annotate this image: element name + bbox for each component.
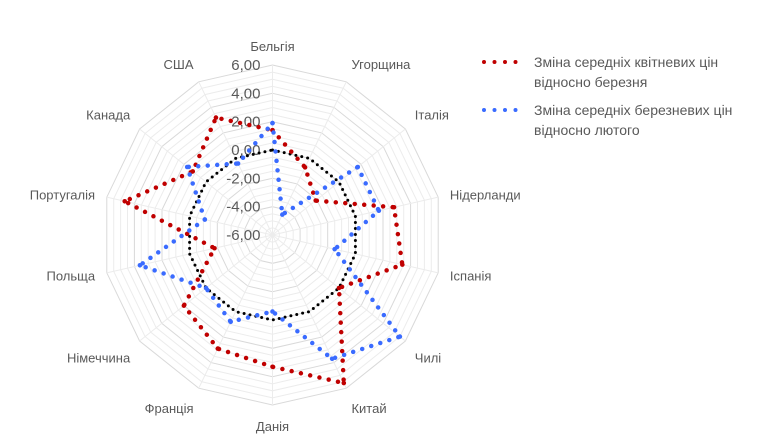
data-point xyxy=(137,262,143,268)
data-point xyxy=(400,262,405,267)
zero-reference-line xyxy=(188,148,357,322)
tick-label: -4,00 xyxy=(226,199,260,216)
data-point xyxy=(213,115,219,120)
data-point xyxy=(280,212,285,217)
data-point xyxy=(336,285,342,291)
legend-marker-blue xyxy=(482,108,528,112)
data-point xyxy=(332,246,337,252)
legend: Зміна середніх квітневих цін відносно бе… xyxy=(480,52,770,148)
data-point xyxy=(391,204,397,210)
grid xyxy=(106,64,439,406)
tick-label: 2,00 xyxy=(231,114,260,131)
category-label: Франція xyxy=(145,401,194,416)
data-point xyxy=(376,208,382,214)
tick-label: -6,00 xyxy=(226,227,260,244)
axis-spoke xyxy=(272,81,347,236)
data-point xyxy=(302,165,308,170)
category-label: Бельгія xyxy=(250,39,294,54)
legend-marker-red xyxy=(482,60,528,64)
data-point xyxy=(270,309,275,314)
category-label: Угорщина xyxy=(351,57,411,72)
data-point xyxy=(270,120,275,126)
legend-item-april[interactable]: Зміна середніх квітневих цін відносно бе… xyxy=(480,52,770,92)
axis-spoke xyxy=(272,128,406,236)
tick-labels: 6,004,002,000,00-2,00-4,00-6,00 xyxy=(226,57,260,244)
category-label: Німеччина xyxy=(67,350,131,365)
category-label: Польща xyxy=(46,268,95,283)
data-point xyxy=(355,164,361,170)
data-point xyxy=(212,245,217,251)
data-point xyxy=(397,334,403,339)
tick-label: 6,00 xyxy=(231,57,260,74)
data-point xyxy=(203,285,209,291)
series-group xyxy=(119,114,405,386)
axis-spoke xyxy=(106,196,273,236)
category-label: Чилі xyxy=(415,350,442,365)
legend-item-march[interactable]: Зміна середніх березневих цін відносно л… xyxy=(480,100,770,140)
data-point xyxy=(184,164,190,170)
legend-label: Зміна середніх березневих цін відносно л… xyxy=(534,102,733,138)
category-label: Канада xyxy=(86,108,131,123)
data-point xyxy=(181,303,187,308)
legend-label: Зміна середніх квітневих цін відносно бе… xyxy=(534,54,719,90)
axis-spoke xyxy=(139,128,273,236)
data-point xyxy=(270,364,275,370)
data-point xyxy=(235,161,241,166)
axis-spoke xyxy=(198,234,273,389)
data-point xyxy=(122,198,128,204)
category-label: Данія xyxy=(256,419,289,434)
tick-label: 4,00 xyxy=(231,85,260,102)
series-march-vs-february xyxy=(135,117,404,362)
data-point xyxy=(202,217,208,222)
category-label: США xyxy=(164,57,194,72)
category-label: Китай xyxy=(351,401,386,416)
tick-label: -2,00 xyxy=(226,170,260,187)
series-april-vs-march xyxy=(119,114,405,386)
category-label: Нідерланди xyxy=(450,188,521,203)
category-labels: БельгіяУгорщинаІталіяНідерландиІспаніяЧи… xyxy=(30,39,521,434)
data-point xyxy=(313,198,318,203)
category-label: Іспанія xyxy=(450,268,492,283)
data-point xyxy=(215,346,221,351)
category-label: Італія xyxy=(415,108,449,123)
data-point xyxy=(329,356,335,362)
data-point xyxy=(190,169,196,174)
category-label: Португалія xyxy=(30,188,95,203)
data-point xyxy=(341,380,347,386)
data-point xyxy=(228,319,234,325)
